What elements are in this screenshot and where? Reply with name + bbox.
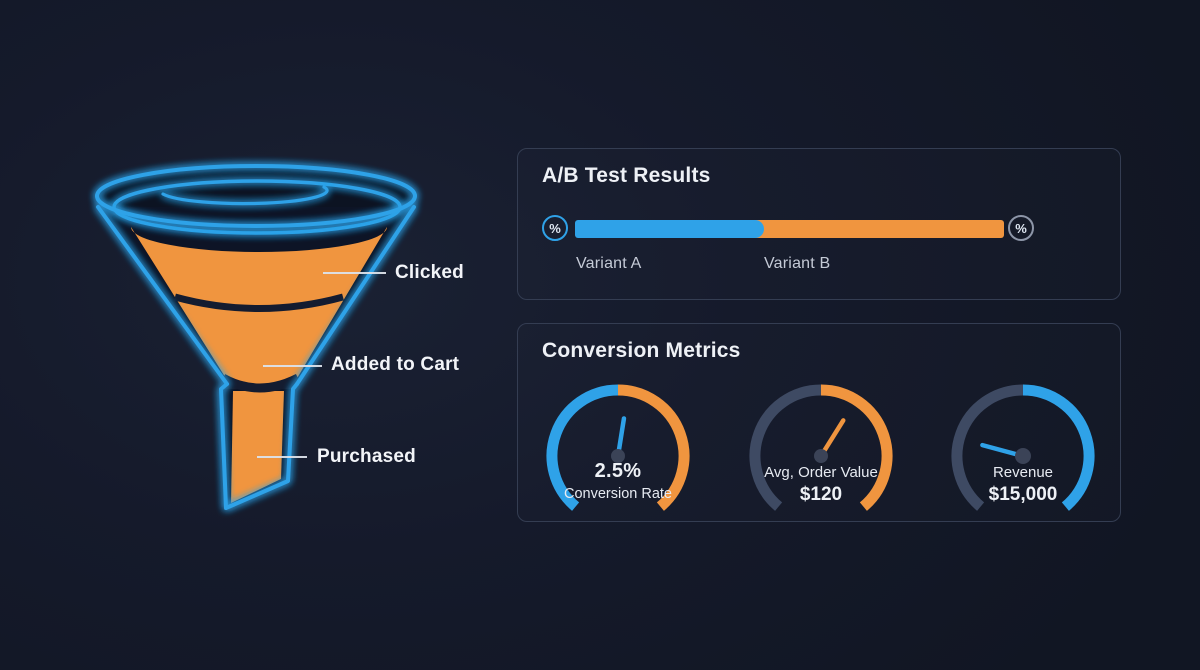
gauge-value: $15,000 bbox=[988, 484, 1058, 505]
gauge-label: Revenue bbox=[992, 464, 1054, 481]
gauge-label: Conversion Rate bbox=[564, 486, 672, 502]
funnel-label-purchased: Purchased bbox=[317, 446, 416, 467]
funnel-stage-purchased bbox=[231, 391, 284, 503]
gauge-dial bbox=[749, 384, 893, 511]
ab-test-bar bbox=[575, 220, 1004, 238]
funnel-connectors bbox=[257, 272, 386, 458]
gauge-hub bbox=[814, 449, 828, 463]
percent-icon: % bbox=[542, 215, 568, 241]
conversion-metrics-title: Conversion Metrics bbox=[542, 339, 741, 362]
funnel-stem-outline bbox=[219, 382, 299, 510]
variant-b-label: Variant B bbox=[764, 255, 831, 272]
gauge-conversion-rate: 2.5% Conversion Rate bbox=[538, 372, 698, 522]
funnel-divider-1 bbox=[174, 293, 344, 312]
gauge-label: Avg, Order Value bbox=[764, 464, 878, 481]
gauge-arc-left bbox=[951, 384, 1024, 511]
gauge-dial bbox=[546, 384, 690, 511]
gauge-arc-right bbox=[617, 384, 690, 511]
percent-glyph: % bbox=[549, 220, 561, 236]
variant-a-label: Variant A bbox=[576, 255, 642, 272]
gauge-arc-left bbox=[546, 384, 619, 511]
gauge-value: $120 bbox=[799, 484, 843, 505]
funnel-outer-rim bbox=[95, 164, 417, 228]
funnel-outline bbox=[95, 164, 417, 510]
gauge-avg-order-value: Avg, Order Value $120 bbox=[741, 372, 901, 522]
funnel-swirl bbox=[161, 185, 329, 206]
gauge-readout: Revenue $15,000 bbox=[943, 464, 1103, 506]
variant-a-bar-segment bbox=[575, 220, 764, 238]
funnel-label-clicked: Clicked bbox=[395, 262, 464, 283]
funnel-diagram bbox=[95, 164, 417, 510]
conversion-metrics-panel: Conversion Metrics 2.5% Conversion Rate bbox=[517, 323, 1121, 522]
gauge-revenue: Revenue $15,000 bbox=[943, 372, 1103, 522]
gauge-arc-left bbox=[749, 384, 822, 511]
variant-b-bar-segment bbox=[754, 220, 1004, 238]
funnel-fill bbox=[131, 227, 387, 503]
percent-glyph: % bbox=[1015, 220, 1027, 236]
gauge-arc-right bbox=[820, 384, 893, 511]
gauge-hub bbox=[611, 449, 625, 463]
gauge-value: 2.5% bbox=[594, 460, 642, 482]
funnel-right-edge bbox=[295, 205, 416, 386]
percent-icon: % bbox=[1008, 215, 1034, 241]
funnel-left-edge bbox=[96, 205, 229, 386]
gauge-readout: Avg, Order Value $120 bbox=[741, 464, 901, 506]
funnel-divider-2 bbox=[220, 373, 301, 393]
gauge-arc-right bbox=[1022, 384, 1095, 511]
funnel-label-added-to-cart: Added to Cart bbox=[331, 354, 460, 375]
gauge-readout: 2.5% Conversion Rate bbox=[538, 460, 698, 502]
ab-test-panel: A/B Test Results % % Variant A Variant B bbox=[517, 148, 1121, 300]
gauge-hub bbox=[1015, 448, 1031, 464]
ab-test-title: A/B Test Results bbox=[542, 164, 711, 187]
gauge-dial bbox=[951, 384, 1095, 511]
